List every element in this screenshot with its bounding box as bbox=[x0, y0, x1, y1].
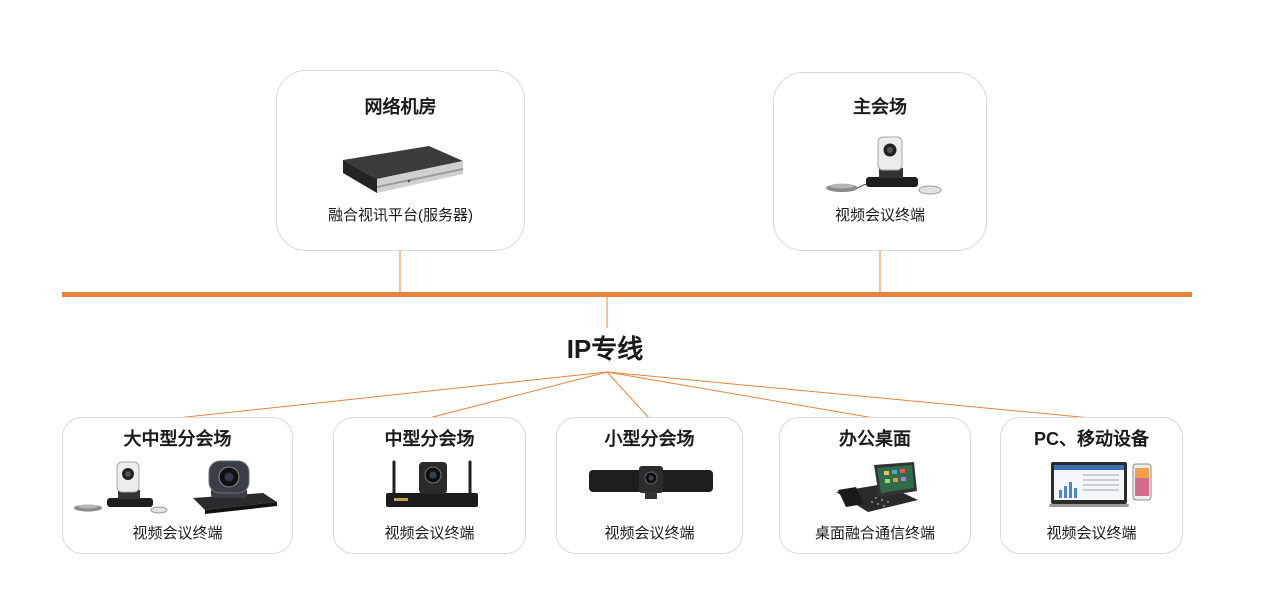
server-icon bbox=[343, 146, 463, 193]
node-main-venue: 主会场 视频会议终端 bbox=[773, 72, 987, 251]
video-conference-terminal-icon bbox=[74, 461, 168, 514]
desk-phone-icon bbox=[836, 462, 918, 512]
fan-line-branch-2 bbox=[428, 371, 608, 419]
node-caption: 视频会议终端 bbox=[604, 525, 695, 542]
node-title: 主会场 bbox=[853, 97, 907, 117]
node-title: 大中型分会场 bbox=[123, 429, 232, 449]
fan-line-branch-1 bbox=[176, 371, 608, 419]
fan-line-branch-3 bbox=[606, 371, 650, 419]
node-small-venue: 小型分会场 视频会议终端 bbox=[556, 417, 743, 554]
node-title: 办公桌面 bbox=[839, 429, 911, 449]
node-caption: 视频会议终端 bbox=[132, 525, 223, 542]
ptz-camera-icon bbox=[193, 460, 277, 514]
video-conference-terminal-icon bbox=[826, 136, 942, 195]
fan-line-branch-4 bbox=[606, 371, 875, 419]
node-large-medium-venue: 大中型分会场 视频会议终端 bbox=[62, 417, 293, 554]
node-caption: 融合视讯平台(服务器) bbox=[328, 207, 473, 224]
node-caption: 视频会议终端 bbox=[834, 207, 925, 224]
laptop-phone-icon bbox=[1049, 462, 1152, 507]
node-server-room: 网络机房 融合视讯平台(服务器) bbox=[276, 70, 525, 251]
node-caption: 视频会议终端 bbox=[1046, 525, 1137, 542]
node-pc-mobile: PC、移动设备 视频会议终端 bbox=[1000, 417, 1183, 554]
node-title: 中型分会场 bbox=[384, 429, 475, 449]
node-caption: 视频会议终端 bbox=[384, 525, 475, 542]
camera-terminal-icon bbox=[386, 460, 478, 507]
soundbar-camera-icon bbox=[589, 466, 713, 499]
node-title: 小型分会场 bbox=[604, 429, 695, 449]
node-caption: 桌面融合通信终端 bbox=[814, 525, 935, 542]
node-medium-venue: 中型分会场 视频会议终端 bbox=[333, 417, 526, 554]
fan-line-branch-5 bbox=[606, 371, 1092, 419]
backbone-line bbox=[62, 292, 1192, 297]
node-office-desktop: 办公桌面 桌面融合通信终端 bbox=[779, 417, 971, 554]
backbone-label: IP专线 bbox=[566, 334, 644, 364]
node-title: 网络机房 bbox=[364, 97, 437, 117]
node-title: PC、移动设备 bbox=[1033, 429, 1149, 449]
